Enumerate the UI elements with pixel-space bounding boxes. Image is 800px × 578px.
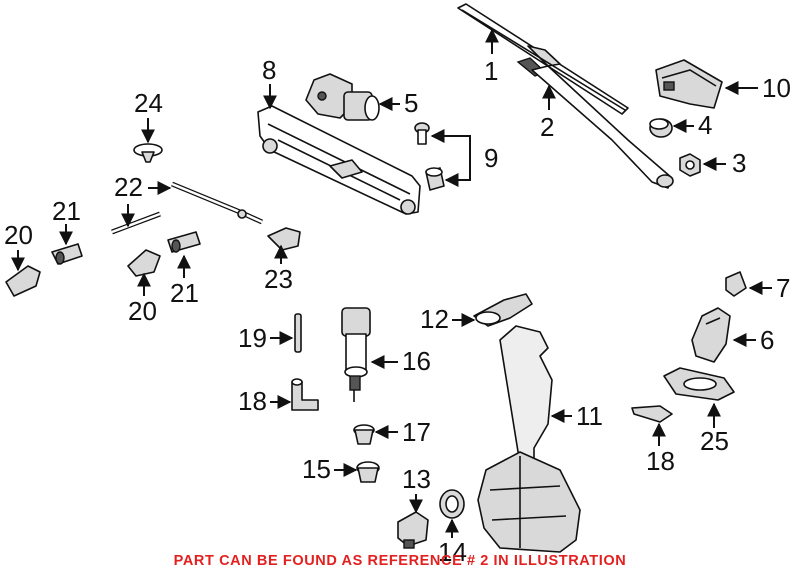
elbow-connector-left-part[interactable] (291, 378, 319, 411)
callout-5: 5 (404, 88, 418, 118)
wiper-arm-part[interactable] (516, 57, 674, 189)
callout-25: 25 (700, 426, 729, 456)
pump-grommet-part[interactable] (353, 424, 375, 445)
callout-14: 14 (438, 537, 467, 567)
callout-9: 9 (484, 143, 498, 173)
reference-notice: PART CAN BE FOUND AS REFERENCE # 2 IN IL… (173, 553, 627, 569)
reservoir-cap-part[interactable] (663, 367, 735, 401)
washer-nozzle-right-part[interactable] (127, 249, 161, 277)
washer-reservoir-part[interactable] (477, 325, 581, 553)
callout-18-left: 18 (238, 386, 267, 416)
washer-nozzle-left-part[interactable] (5, 265, 41, 297)
callout-11: 11 (576, 401, 603, 431)
washer-pump-part[interactable] (341, 307, 371, 402)
callout-24: 24 (134, 88, 163, 118)
callout-21-left: 21 (52, 196, 81, 226)
retainer-clip-part[interactable] (725, 271, 747, 297)
grommet-part[interactable] (425, 167, 445, 191)
callout-20-right: 20 (128, 296, 157, 326)
wiper-linkage-part[interactable] (257, 105, 421, 215)
callout-10: 10 (762, 73, 791, 103)
callout-18-right: 18 (646, 446, 675, 476)
callout-17: 17 (402, 417, 431, 447)
callout-12: 12 (420, 304, 449, 334)
callout-21-right: 21 (170, 278, 199, 308)
callout-20-left: 20 (4, 220, 33, 250)
callout-3: 3 (732, 148, 746, 178)
bracket-part[interactable] (691, 307, 731, 363)
callout-1: 1 (484, 56, 498, 86)
wiper-blade-part[interactable] (457, 3, 629, 115)
elbow-connector-right-part[interactable] (631, 405, 673, 423)
cowl-cover-part[interactable] (655, 59, 723, 109)
check-valve-right-part[interactable] (167, 231, 201, 253)
callout-4: 4 (698, 110, 712, 140)
callout-13: 13 (402, 464, 431, 494)
callout-15: 15 (302, 454, 331, 484)
grommet-small-part[interactable] (356, 461, 380, 483)
callout-16: 16 (402, 346, 431, 376)
callout-19: 19 (238, 323, 267, 353)
level-sensor-part[interactable] (397, 511, 429, 549)
seal-ring-part[interactable] (439, 489, 465, 519)
callout-2: 2 (540, 112, 554, 142)
washer-hose-part[interactable] (111, 181, 264, 235)
callout-8: 8 (262, 55, 276, 85)
hose-connector-part[interactable] (267, 227, 301, 251)
bolt-part[interactable] (414, 122, 430, 145)
callout-23: 23 (264, 264, 293, 294)
wiper-motor-part[interactable] (305, 73, 380, 121)
clip-part[interactable] (133, 143, 163, 163)
callout-6: 6 (760, 325, 774, 355)
pin-part[interactable] (294, 313, 302, 353)
gasket-part[interactable] (473, 293, 533, 327)
callout-7: 7 (776, 273, 790, 303)
callout-22: 22 (114, 172, 143, 202)
nut-part[interactable] (679, 153, 701, 177)
leader-bracket-9 (464, 135, 471, 181)
check-valve-left-part[interactable] (51, 243, 83, 265)
cap-part[interactable] (649, 118, 673, 138)
